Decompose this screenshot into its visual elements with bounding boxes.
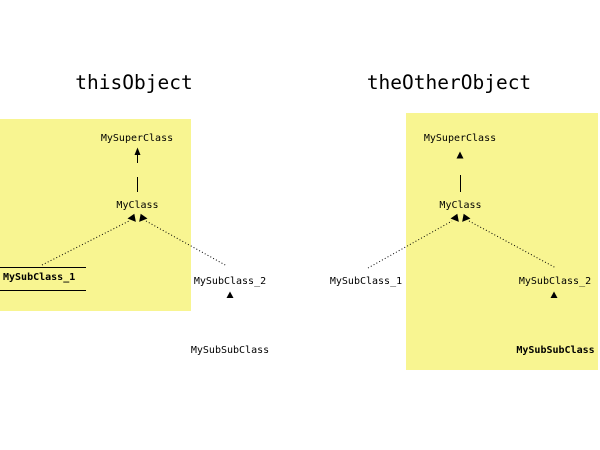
- class-node-mysuperclass-right[interactable]: MySuperClass: [423, 133, 497, 144]
- class-node-mysubsubclass-right-selected[interactable]: MySubSubClass: [516, 345, 595, 356]
- panel-title-the-other-object: theOtherObject: [366, 71, 532, 94]
- class-node-myclass-right[interactable]: MyClass: [439, 200, 482, 211]
- class-node-myclass-left[interactable]: MyClass: [116, 200, 159, 211]
- class-node-mysubclass2-right[interactable]: MySubClass_2: [518, 276, 592, 287]
- class-node-mysubclass2-left[interactable]: MySubClass_2: [193, 276, 267, 287]
- class-node-mysubclass1-left-selected[interactable]: MySubClass_1: [3, 272, 76, 283]
- class-node-mysubclass1-right[interactable]: MySubClass_1: [329, 276, 403, 287]
- class-node-mysubsubclass-left[interactable]: MySubSubClass: [190, 345, 270, 356]
- arrowhead-subsubclass-left: [226, 291, 234, 298]
- panel-title-this-object: thisObject: [75, 71, 193, 94]
- highlight-region-left: [0, 119, 191, 311]
- class-node-mysuperclass-left[interactable]: MySuperClass: [100, 133, 174, 144]
- highlight-region-right: [406, 113, 598, 370]
